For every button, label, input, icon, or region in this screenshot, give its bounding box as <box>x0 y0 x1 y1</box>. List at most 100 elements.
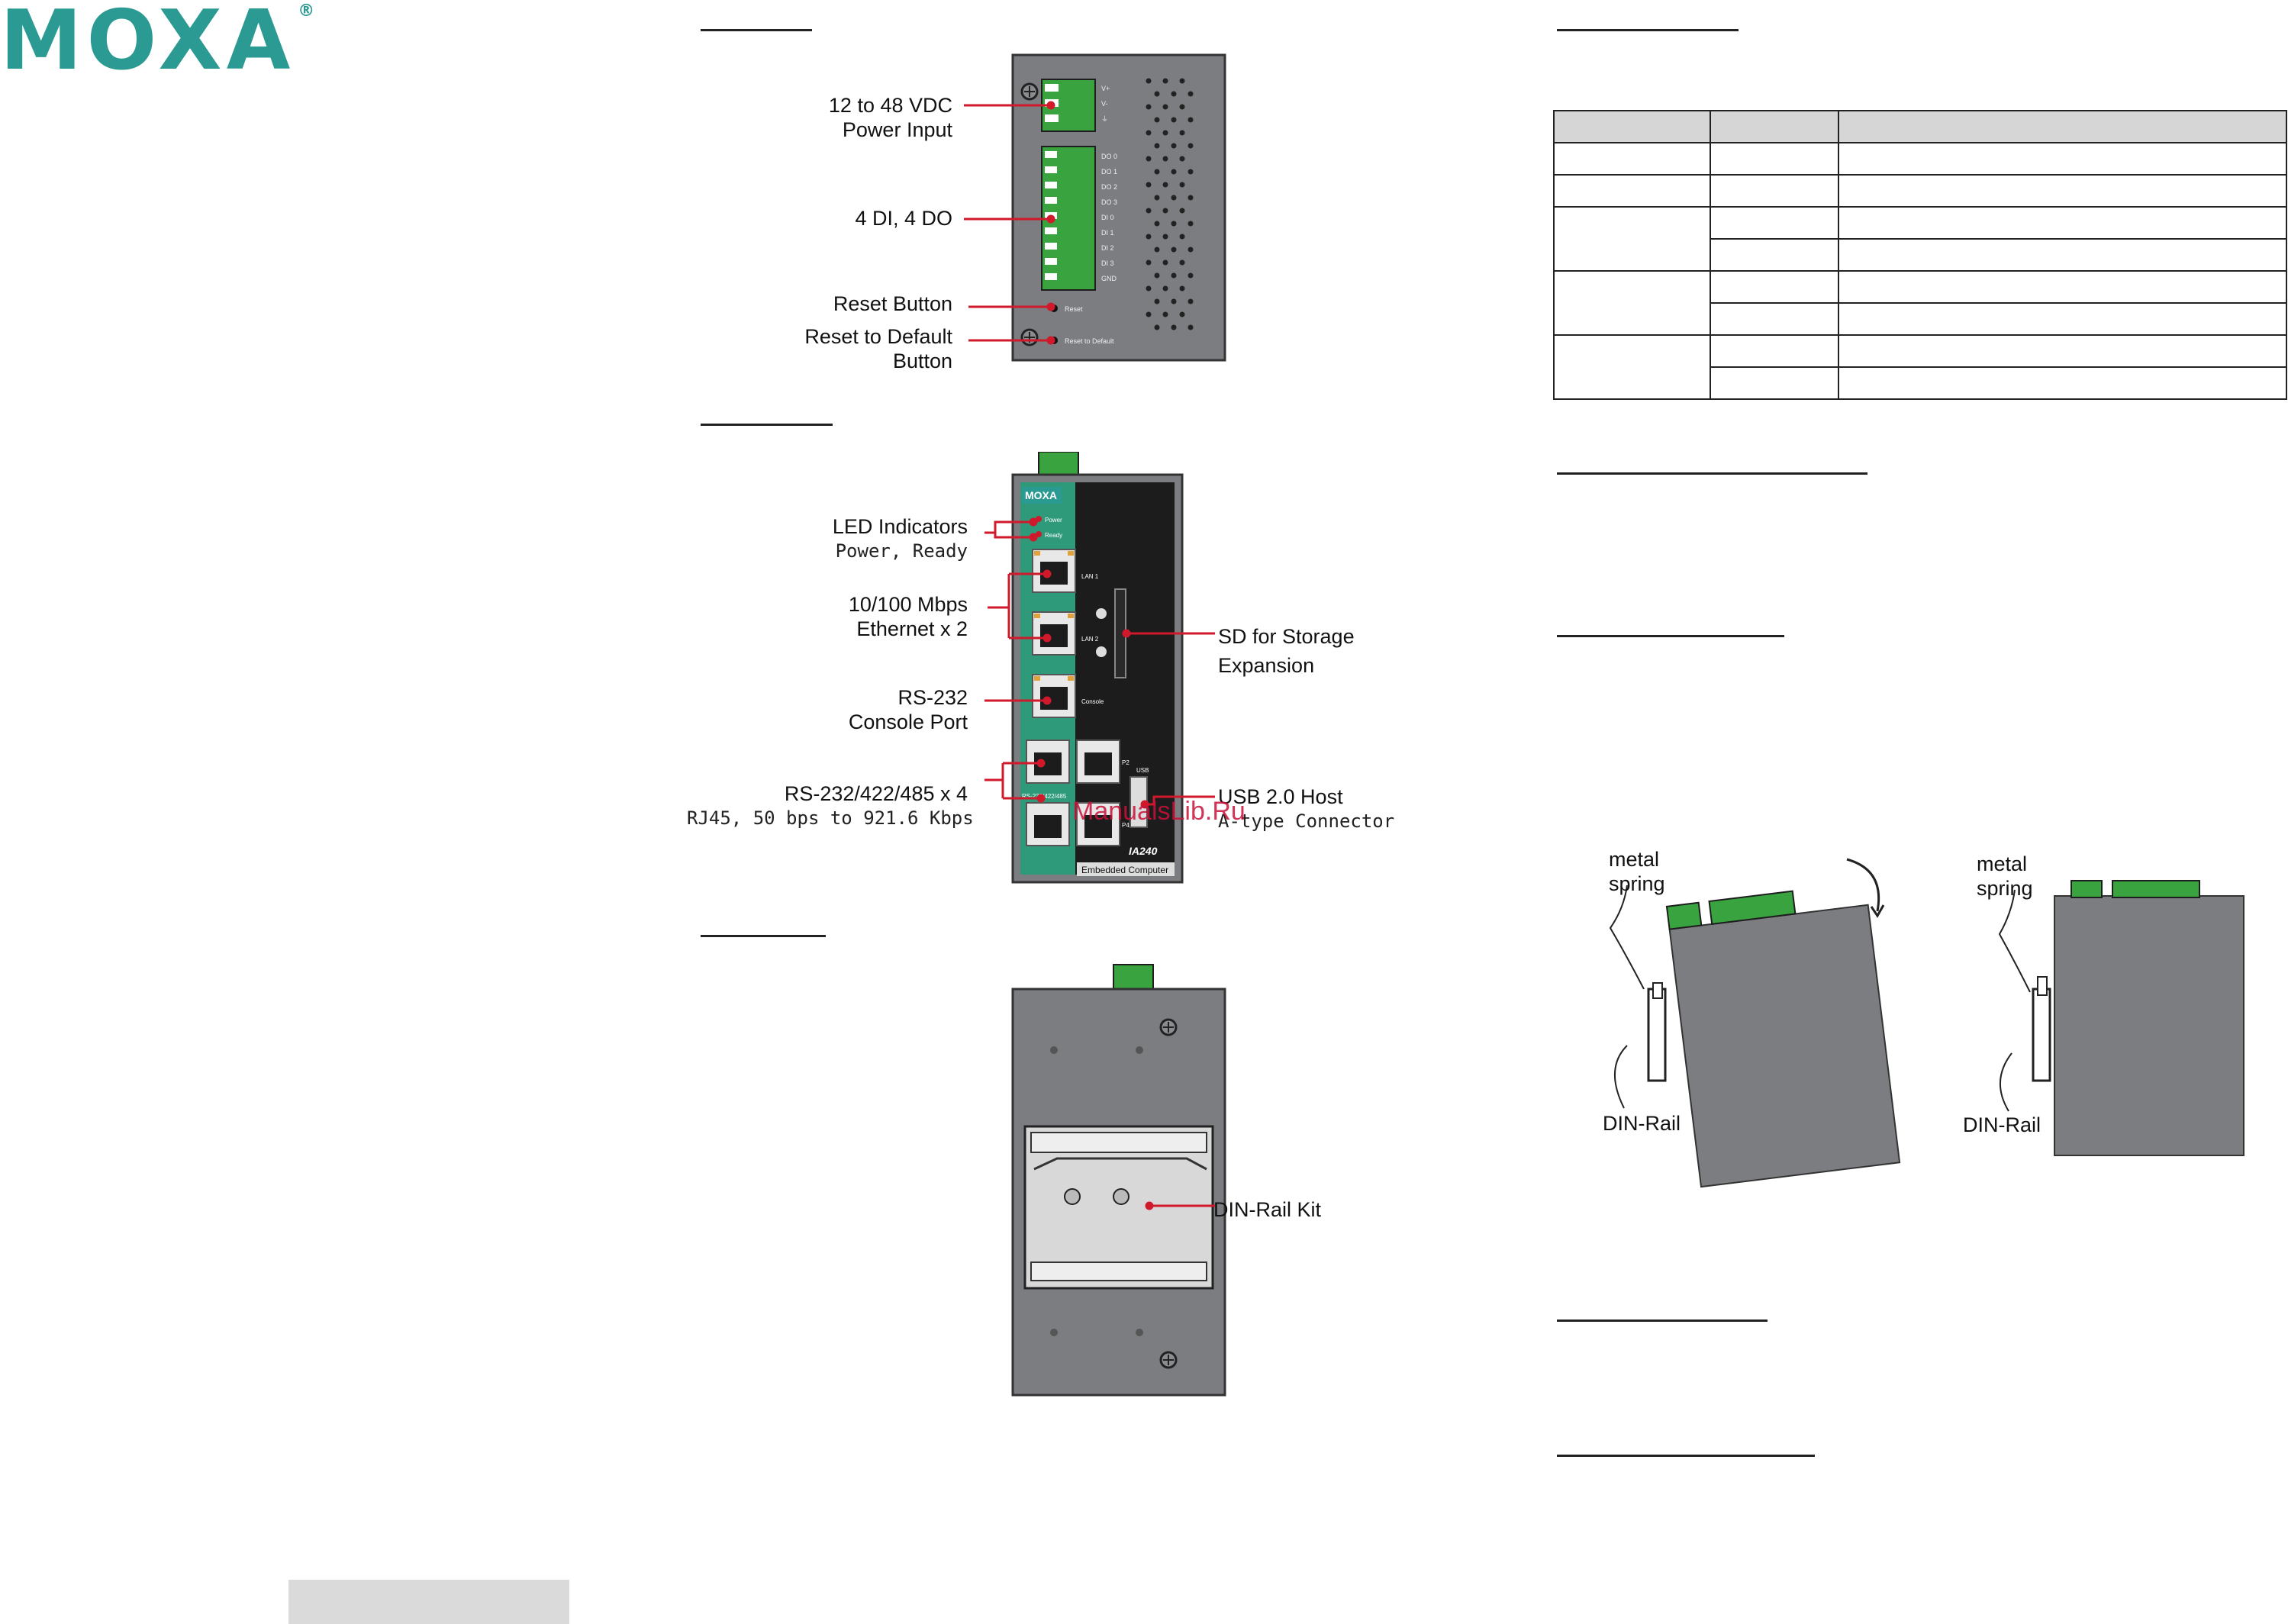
table-row <box>1553 270 2287 336</box>
vent-hole <box>1188 143 1194 149</box>
pin-label: ⏚ <box>1101 115 1108 123</box>
watermark: ManualsLib.Ru <box>1072 797 1246 826</box>
callout-line: RS-232/422/485 x 4 <box>784 782 968 805</box>
front-view-leader-lines <box>984 517 1215 809</box>
vent-hole <box>1154 324 1160 330</box>
table-row <box>1553 334 2287 400</box>
vent-hole <box>1171 324 1177 330</box>
vent-hole <box>1162 234 1168 240</box>
vent-hole <box>1162 182 1168 188</box>
pin-label: DO 2 <box>1101 183 1117 191</box>
section-rule-front-view <box>701 424 833 426</box>
vent-hole <box>1162 156 1168 162</box>
vent-hole <box>1179 311 1185 317</box>
vent-hole <box>1154 221 1160 227</box>
vent-hole <box>1146 156 1152 162</box>
callout-line: Console Port <box>848 710 968 733</box>
vent-hole <box>1188 298 1194 304</box>
vent-hole <box>1179 104 1185 110</box>
vent-hole <box>1154 91 1160 97</box>
vent-hole <box>1162 78 1168 84</box>
vent-hole <box>1188 117 1194 123</box>
callout-reset-button: Reset Button <box>833 292 952 315</box>
callout-reset-default: Reset to Default Button <box>763 324 952 373</box>
callout-line: Reset to Default <box>804 325 952 348</box>
callout-line: spring <box>1609 872 1665 895</box>
rear-view-leader-line <box>1145 1201 1215 1210</box>
usb-label: USB <box>1136 767 1149 774</box>
vent-hole <box>1179 208 1185 214</box>
table-row <box>1554 366 2287 400</box>
callout-line: Power Input <box>842 118 952 141</box>
section-rule-top-view <box>701 29 812 31</box>
vent-hole <box>1171 195 1177 201</box>
model-label: IA240 <box>1129 845 1158 857</box>
vent-hole <box>1188 169 1194 175</box>
vent-hole <box>1171 246 1177 253</box>
vent-hole <box>1146 182 1152 188</box>
pin-label: DO 1 <box>1101 168 1117 176</box>
section-rule-right-5 <box>1557 1455 1815 1457</box>
vent-hole <box>1154 169 1160 175</box>
pin-label: GND <box>1101 275 1117 282</box>
vent-hole <box>1146 78 1152 84</box>
table-row <box>1553 206 2287 272</box>
vent-hole <box>1179 182 1185 188</box>
console-label: Console <box>1081 698 1104 705</box>
device-logo: MOXA <box>1025 489 1057 501</box>
vent-hole <box>1146 285 1152 292</box>
specification-table <box>1553 110 2287 400</box>
vent-hole <box>1162 259 1168 266</box>
table-header-row <box>1553 110 2287 143</box>
vent-hole <box>1146 104 1152 110</box>
vent-hole <box>1171 272 1177 279</box>
vent-hole <box>1179 78 1185 84</box>
callout-line: 10/100 Mbps <box>848 593 968 616</box>
section-rule-right-3 <box>1557 635 1784 637</box>
vent-hole <box>1162 285 1168 292</box>
vent-hole <box>1146 130 1152 136</box>
vent-hole <box>1146 234 1152 240</box>
pin-label: DI 3 <box>1101 259 1114 267</box>
pin-label: DO 0 <box>1101 153 1117 160</box>
callout-subline: A-type Connector <box>1218 810 1395 832</box>
vent-hole <box>1154 143 1160 149</box>
din-rail-mounting-figure <box>1609 858 2244 1188</box>
led-ready-label: Ready <box>1045 532 1062 539</box>
vent-hole <box>1171 91 1177 97</box>
vent-hole <box>1162 104 1168 110</box>
reset-default-label: Reset to Default <box>1065 337 1114 345</box>
callout-line: Expansion <box>1218 654 1315 677</box>
vent-hole <box>1179 285 1185 292</box>
section-rule-rear-view <box>701 935 826 937</box>
callout-console-port: RS-232 Console Port <box>725 685 968 734</box>
pin-label: DO 3 <box>1101 198 1117 206</box>
callout-line: metal <box>1609 848 1660 871</box>
callout-din-rail-kit: DIN-Rail Kit <box>1213 1198 1322 1221</box>
callout-line: metal <box>1977 852 2028 875</box>
right-metal-spring-label: metal spring <box>1977 852 2033 901</box>
vent-hole <box>1188 195 1194 201</box>
lan2-label: LAN 2 <box>1081 636 1099 643</box>
vent-hole <box>1154 195 1160 201</box>
callout-line: 12 to 48 VDC <box>828 94 952 117</box>
rear-view-device <box>1011 964 1226 1397</box>
vent-hole <box>1179 156 1185 162</box>
vent-hole <box>1179 234 1185 240</box>
callout-line: RS-232 <box>897 686 968 709</box>
vent-hole <box>1162 130 1168 136</box>
table-row <box>1553 174 2287 208</box>
vent-hole <box>1171 221 1177 227</box>
callout-line: LED Indicators <box>832 515 968 538</box>
callout-serial-ports: RS-232/422/485 x 4 RJ45, 50 bps to 921.6… <box>687 781 974 830</box>
vent-hole <box>1146 259 1152 266</box>
callout-sd-storage: SD for Storage Expansion <box>1218 624 1355 678</box>
vent-hole <box>1188 246 1194 253</box>
pin-label: DI 1 <box>1101 229 1114 237</box>
left-din-rail-label: DIN-Rail <box>1603 1112 1681 1135</box>
callout-usb-host: USB 2.0 Host A-type Connector <box>1218 785 1394 833</box>
vent-hole <box>1188 91 1194 97</box>
pin-label: V- <box>1101 100 1108 108</box>
footer-gray-bar <box>288 1580 569 1624</box>
callout-led-indicators: LED Indicators Power, Ready <box>725 514 968 563</box>
